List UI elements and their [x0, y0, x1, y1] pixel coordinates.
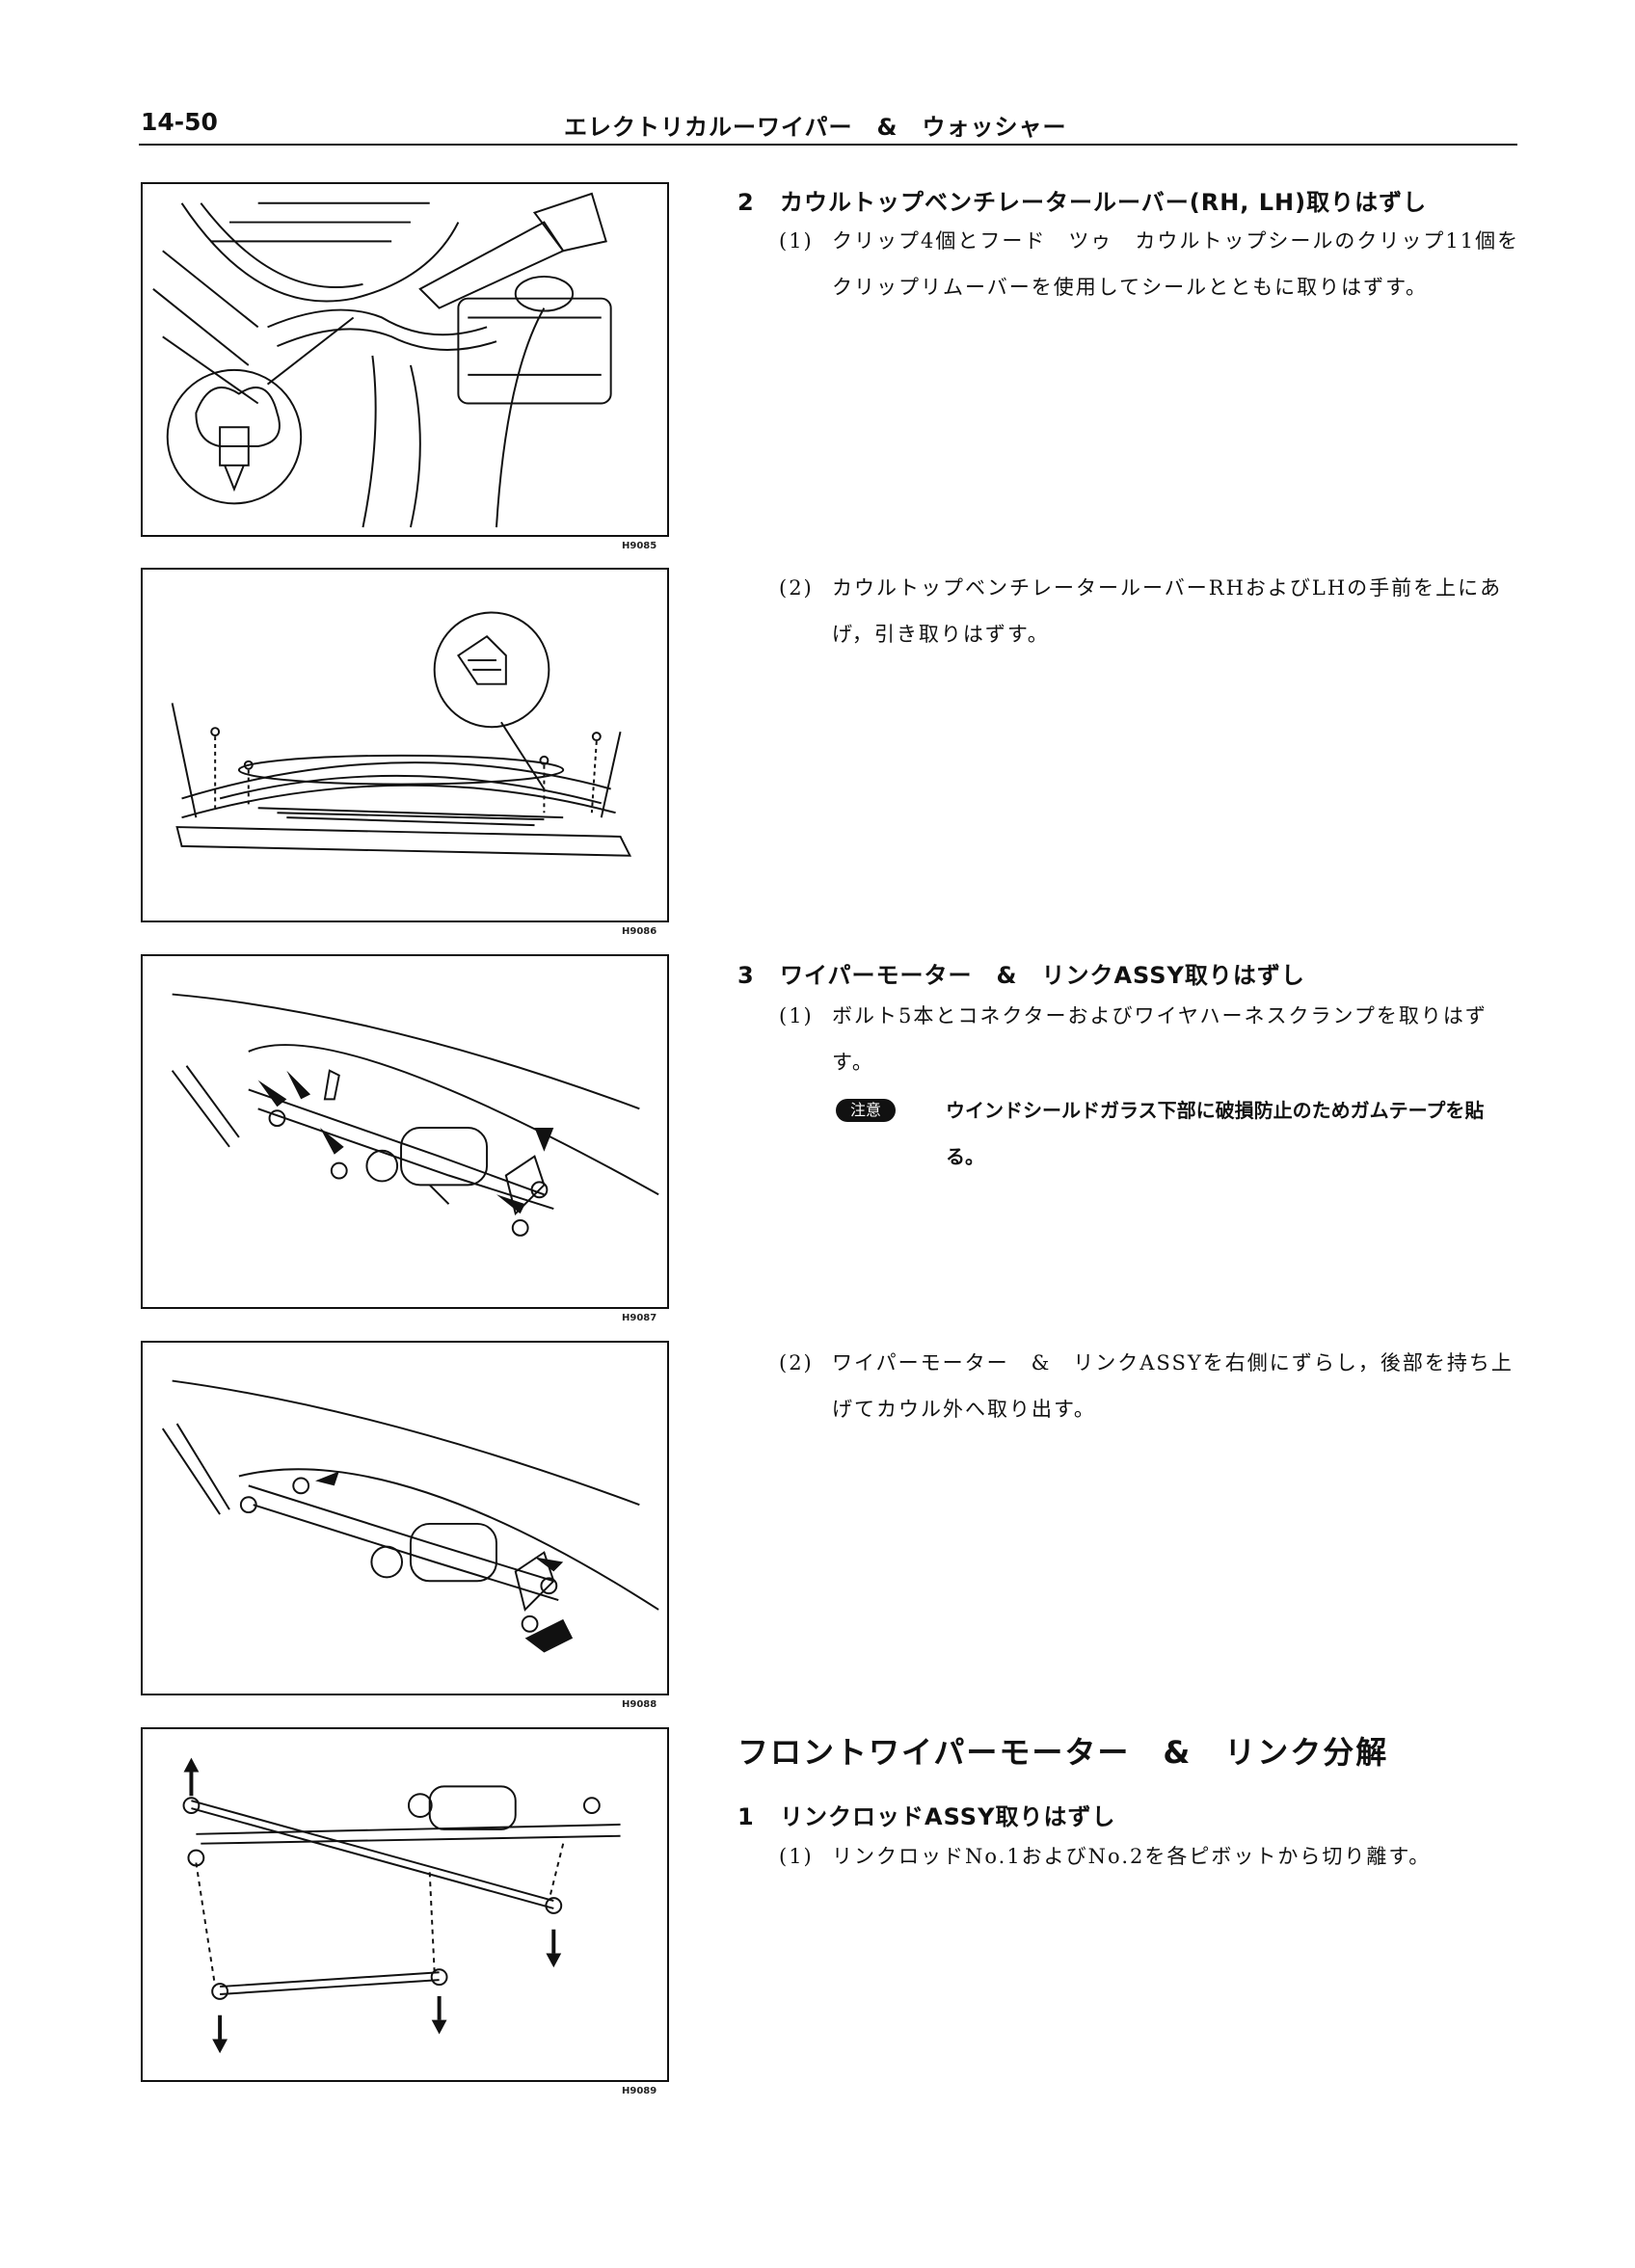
figure-id: H9089	[622, 2086, 657, 2096]
step-text: リンクロッドNo.1およびNo.2を各ピボットから切り離す。	[832, 1845, 1432, 1868]
step-marker: (2)	[779, 1351, 814, 1374]
figure-link-rod-removal	[141, 1727, 669, 2082]
section-heading: 1 リンクロッドASSY取りはずし	[737, 1798, 1115, 1831]
section-title: リンクロッドASSY取りはずし	[780, 1803, 1116, 1830]
step-text: クリップ4個とフード ツゥ カウルトップシールのクリップ11個をクリップリムーバ…	[832, 229, 1520, 299]
step-text: カウルトップベンチレータールーバーRHおよびLHの手前を上にあげ，引き取りはずす…	[832, 576, 1503, 646]
page-number: 14-50	[141, 108, 218, 136]
step-item: (1) リンクロッドNo.1およびNo.2を各ピボットから切り離す。	[779, 1833, 1521, 1880]
section-heading: 3 ワイパーモーター & リンクASSY取りはずし	[737, 956, 1305, 990]
section-title: ワイパーモーター & リンクASSY取りはずし	[780, 962, 1305, 989]
step-marker: (1)	[779, 1845, 814, 1868]
figure-id: H9086	[622, 926, 657, 937]
section-number: 1	[737, 1803, 755, 1830]
step-text: ワイパーモーター & リンクASSYを右側にずらし，後部を持ち上げてカウル外へ取…	[832, 1351, 1514, 1421]
step-item: (2) ワイパーモーター & リンクASSYを右側にずらし，後部を持ち上げてカウ…	[779, 1340, 1521, 1432]
cowl-louver-illustration	[171, 611, 632, 857]
page-title: エレクトリカルーワイパー & ウォッシャー	[564, 114, 1067, 141]
section-heading: 2 カウルトップベンチレータールーバー(RH, LH)取りはずし	[737, 183, 1427, 217]
figure-wiper-motor-removal	[141, 954, 669, 1309]
step-item: (2) カウルトップベンチレータールーバーRHおよびLHの手前を上にあげ，引き取…	[779, 565, 1521, 657]
section-number: 3	[737, 962, 755, 989]
figure-id: H9088	[622, 1699, 657, 1710]
header-divider	[139, 144, 1517, 146]
step-marker: (1)	[779, 1004, 814, 1027]
step-text: ボルト5本とコネクターおよびワイヤハーネスクランプを取りはずす。	[832, 1004, 1488, 1074]
step-item: (1) クリップ4個とフード ツゥ カウルトップシールのクリップ11個をクリップ…	[779, 218, 1521, 310]
figure-id: H9085	[622, 541, 657, 551]
caution-text: ウインドシールドガラス下部に破損防止のためガムテープを貼る。	[946, 1099, 1485, 1168]
disassembly-heading: フロントワイパーモーター & リンク分解	[737, 1734, 1389, 1771]
figure-id: H9087	[622, 1313, 657, 1323]
section-number: 2	[737, 189, 755, 216]
wiper-motor-extraction-illustration	[161, 1379, 659, 1653]
link-rod-removal-illustration	[182, 1757, 621, 2054]
step-marker: (2)	[779, 576, 814, 600]
section-title: カウルトップベンチレータールーバー(RH, LH)取りはずし	[780, 189, 1428, 216]
cowl-seal-clip-illustration	[152, 192, 612, 528]
wiper-motor-removal-illustration	[171, 993, 659, 1237]
caution-note: 注意 ウインドシールドガラス下部に破損防止のためガムテープを貼る。	[836, 1087, 1511, 1180]
step-item: (1) ボルト5本とコネクターおよびワイヤハーネスクランプを取りはずす。	[779, 993, 1521, 1085]
step-marker: (1)	[779, 229, 814, 253]
figure-wiper-motor-extraction	[141, 1341, 669, 1695]
figure-cowl-louver	[141, 568, 669, 922]
figure-cowl-seal-clip	[141, 182, 669, 537]
caution-badge: 注意	[836, 1099, 896, 1122]
